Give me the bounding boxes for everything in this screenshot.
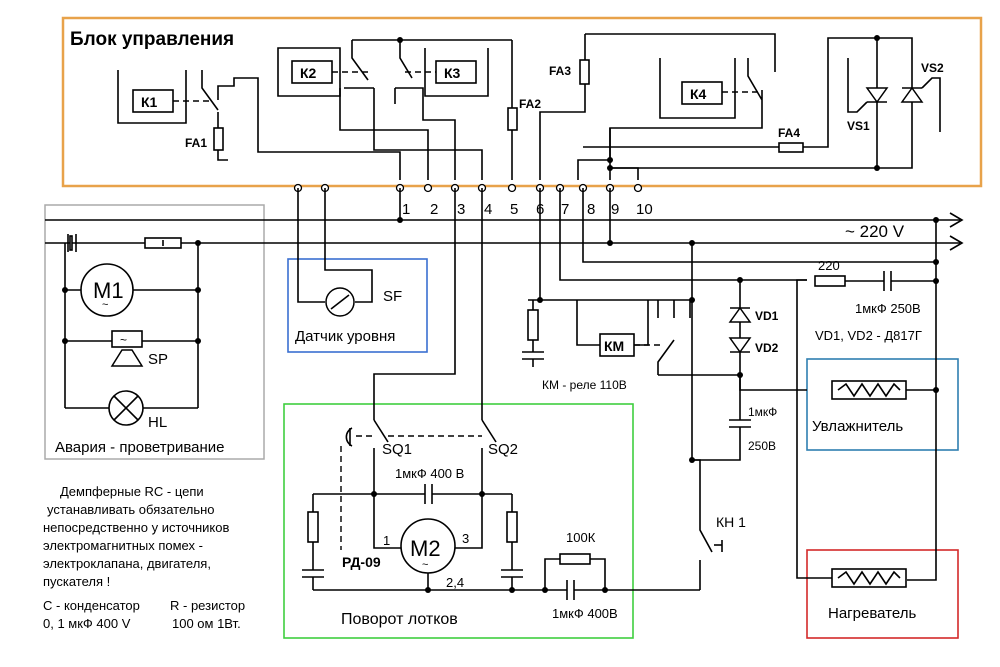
- rc-note-line-3: непосредственно у источников: [43, 520, 229, 535]
- alarm-caption: Авария - проветривание: [55, 439, 225, 456]
- fuse-fa3: [579, 59, 590, 85]
- motor-pin-1: 1: [383, 533, 390, 548]
- svg-text:~: ~: [120, 333, 127, 347]
- relay-k3-label: К3: [444, 65, 461, 81]
- rc-note-line-4: электромагнитных помех -: [43, 538, 203, 553]
- r-note-1: R - резистор: [170, 598, 245, 613]
- motor-pin-24: 2,4: [446, 575, 464, 590]
- level-sensor-frame: [287, 258, 428, 353]
- terminal-4: 4: [484, 201, 492, 218]
- fuse-fa4: [778, 142, 804, 153]
- motor-m1: [80, 263, 134, 317]
- c-note-1: C - конденсатор: [43, 598, 140, 613]
- buzzer-sp: [111, 330, 143, 348]
- relay-k4: [681, 81, 723, 105]
- thyristor-vs1-label: VS1: [847, 119, 870, 133]
- terminal-5: 5: [510, 201, 518, 218]
- motor-type-box: [338, 550, 400, 572]
- relay-k2-label: К2: [300, 65, 317, 81]
- fuse-fa1-label: FA1: [185, 136, 207, 150]
- heater-caption: Нагреватель: [828, 605, 916, 622]
- thyristor-vs2-label: VS2: [921, 61, 944, 75]
- control-block-frame: [61, 16, 983, 188]
- relay-km-caption: КМ - реле 110В: [542, 378, 627, 392]
- zener-stack: [728, 277, 752, 420]
- heater-frame: [806, 549, 959, 639]
- km-cap-voltage: 250В: [748, 439, 776, 453]
- humidifier-frame: [806, 358, 959, 451]
- button-kh1-label: КН 1: [716, 514, 746, 530]
- motor-m2-label: M2: [410, 536, 441, 561]
- rc-note: Демпферные RC - цепи устанавливать обяза…: [43, 484, 229, 589]
- terminal-7: 7: [561, 201, 569, 218]
- rc-resistor-left: [307, 511, 319, 543]
- buzzer-sp-label: SP: [148, 351, 168, 368]
- tray-turn-frame: [283, 403, 634, 639]
- svg-text:~: ~: [422, 559, 428, 571]
- terminal-9: 9: [611, 201, 619, 218]
- motor-pin-3: 3: [462, 531, 469, 546]
- rc-resistor-right: [506, 511, 518, 543]
- motor-type-label: РД-09: [342, 554, 381, 570]
- humid-cap-label: 1мкФ 250В: [855, 301, 921, 316]
- terminal-3: 3: [457, 201, 465, 218]
- alarm-frame: [44, 204, 265, 460]
- rd-cap-label: 1мкФ 400В: [552, 606, 618, 621]
- r-note-2: 100 ом 1Вт.: [172, 616, 241, 631]
- fuse-fa2-label: FA2: [519, 97, 541, 111]
- zener-vd1-label: VD1: [755, 309, 779, 323]
- relay-k1-label: К1: [141, 94, 158, 110]
- relay-k4-label: К4: [690, 86, 707, 102]
- humidifier-element: [831, 380, 907, 400]
- level-switch-sf-label: SF: [383, 288, 402, 305]
- mains-label: ~ 220 V: [845, 222, 905, 241]
- zener-note: VD1, VD2 - Д817Г: [815, 328, 922, 343]
- tray-cap-top-label: 1мкФ 400 В: [395, 466, 464, 481]
- tray-turn-circuit: SQ1 SQ2 1мкФ 400 В M2 ~ 1 3 2,4 РД-09: [302, 419, 700, 621]
- rc-note-line-6: пускателя !: [43, 574, 110, 589]
- thyristor-vs2: [900, 86, 924, 103]
- motor-m1-label: M1: [93, 278, 124, 303]
- rd-resistor-label: 100К: [566, 530, 596, 545]
- thyristor-vs1: [865, 87, 889, 104]
- rc-resistor-km: [527, 309, 539, 341]
- humid-resistor-label: 220: [818, 258, 840, 273]
- terminal-8: 8: [587, 201, 595, 218]
- heater-element: [831, 568, 907, 588]
- control-block-title: Блок управления: [70, 29, 234, 50]
- humidifier-caption: Увлажнитель: [812, 418, 903, 435]
- km-cap-value: 1мкФ: [748, 405, 777, 419]
- c-note-2: 0, 1 мкФ 400 V: [43, 616, 131, 631]
- alarm-circuit: M1 ~ ~ SP HL: [62, 234, 201, 431]
- rc-note-line-5: электроклапана, двигателя,: [43, 556, 211, 571]
- fuse-fa1: [213, 127, 224, 151]
- rd-resistor: [559, 553, 591, 565]
- svg-text:~: ~: [102, 299, 108, 311]
- relay-km-label: КМ: [604, 338, 624, 354]
- terminal-2: 2: [430, 201, 438, 218]
- rc-note-line-2: устанавливать обязательно: [47, 502, 215, 517]
- terminal-10: 10: [636, 201, 653, 218]
- tray-turn-caption: Поворот лотков: [341, 611, 458, 628]
- level-sensor-caption: Датчик уровня: [295, 328, 395, 345]
- rc-note-line-1: Демпферные RC - цепи: [60, 484, 204, 499]
- fuse-fa3-label: FA3: [549, 64, 571, 78]
- switch-sq2-label: SQ2: [488, 441, 518, 458]
- terminal-1: 1: [402, 201, 410, 218]
- zener-vd2-label: VD2: [755, 341, 779, 355]
- switch-sq1-label: SQ1: [382, 441, 412, 458]
- lamp-hl-label: HL: [148, 414, 167, 431]
- fuse-fa2: [507, 107, 518, 131]
- humid-resistor: [814, 275, 846, 287]
- fuse-fa4-label: FA4: [778, 126, 800, 140]
